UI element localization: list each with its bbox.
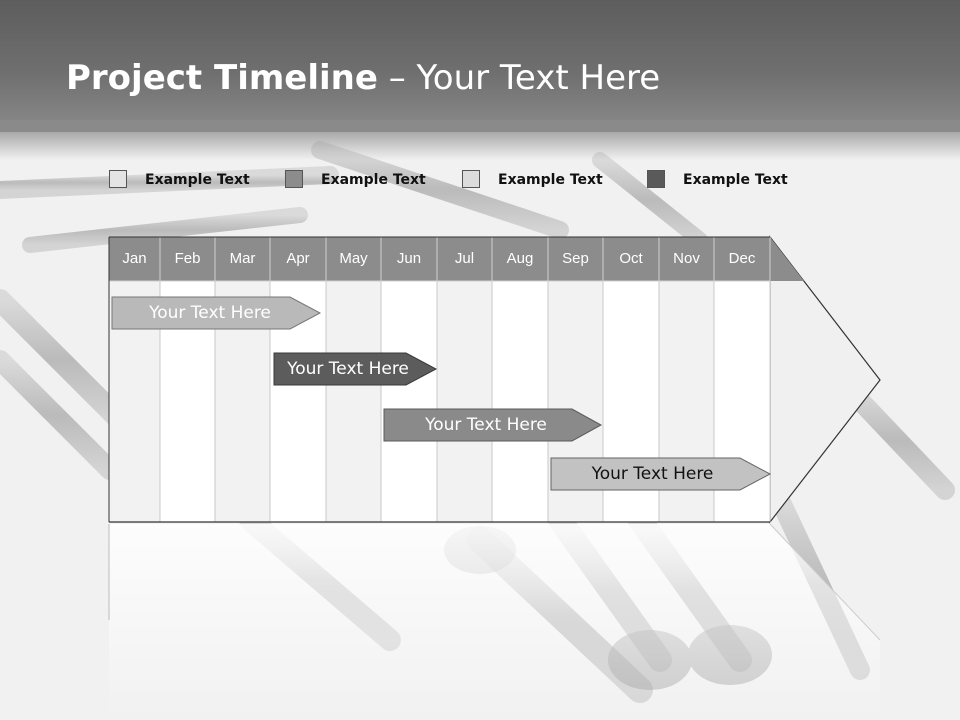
month-header-cell (325, 236, 382, 282)
legend-label: Example Text (683, 172, 788, 188)
reflection-edge (769, 523, 881, 641)
legend-swatch (285, 170, 303, 188)
month-header-cell (380, 236, 438, 282)
month-label-mar: Mar (229, 250, 256, 267)
legend-swatch (109, 170, 127, 188)
month-column (325, 280, 382, 523)
month-header-cell (269, 236, 327, 282)
month-header-cell (436, 236, 493, 282)
month-column (491, 280, 549, 523)
month-header-cells (108, 236, 771, 282)
month-label-jan: Jan (122, 250, 147, 267)
month-label-oct: Oct (619, 250, 643, 267)
title-banner (0, 0, 960, 132)
task-label-2: Your Text Here (287, 359, 409, 379)
task-arrow-1 (111, 296, 322, 330)
month-header-cell (159, 236, 216, 282)
task-label-1: Your Text Here (149, 303, 271, 323)
page-title-rest: – Your Text Here (377, 58, 661, 98)
month-label-jul: Jul (454, 250, 475, 267)
month-label-sep: Sep (562, 250, 589, 267)
month-label-may: May (339, 250, 368, 267)
page-title-bold: Project Timeline (66, 58, 378, 98)
task-label-4: Your Text Here (591, 464, 714, 484)
month-label-dec: Dec (728, 250, 756, 267)
month-label-aug: Aug (506, 250, 534, 267)
legend-label: Example Text (145, 172, 250, 188)
legend-swatch (462, 170, 480, 188)
arrow-head-cap (770, 237, 804, 281)
legend-label: Example Text (321, 172, 426, 188)
legend-label: Example Text (498, 172, 603, 188)
month-header-cell (491, 236, 549, 282)
banner-fade (0, 120, 960, 160)
task-arrow-4 (550, 457, 772, 491)
month-header-cell (214, 236, 271, 282)
month-label-jun: Jun (396, 250, 422, 267)
task-arrow-2 (273, 352, 438, 386)
month-header-cell (658, 236, 715, 282)
month-column (436, 280, 493, 523)
task-label-3: Your Text Here (425, 415, 547, 435)
month-label-feb: Feb (174, 250, 201, 267)
page-title: Project Timeline – Your Text Here (66, 58, 660, 98)
legend-swatch (647, 170, 665, 188)
month-label-apr: Apr (286, 250, 310, 267)
timeline-reflection (109, 524, 880, 720)
month-label-nov: Nov (673, 250, 700, 267)
month-column (380, 280, 438, 523)
task-arrow-3 (383, 408, 603, 442)
